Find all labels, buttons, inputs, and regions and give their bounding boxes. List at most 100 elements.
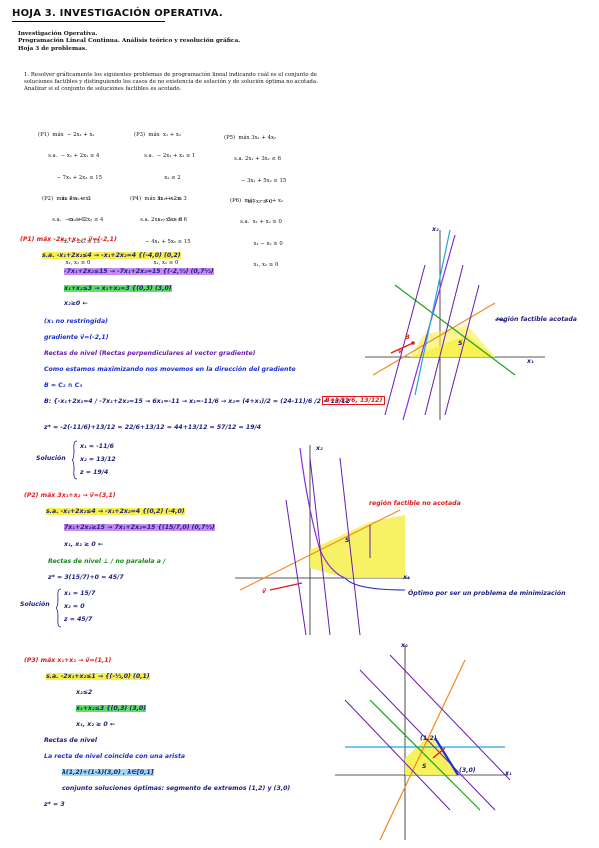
p2-line: x₁, x₂ ≥ 0 (42, 260, 91, 267)
p1-sol-z: z = 19/4 (80, 469, 109, 476)
exercise-statement: 1. Resolver gráficamente los siguientes … (24, 72, 324, 93)
p1-c1-text: s.a. -x₁+2x₂≤4 → -x₁+2x₂=4 {(-4,0) (0,2) (42, 252, 181, 259)
p1-line: s.a. − x₁ + 2x₂ ≤ 4 (38, 153, 100, 160)
p1-region-s: S (458, 340, 463, 347)
problem-p4: (P4) máx 3x₁ + 2x₂ s.a. 2x₁ − 3x₂ ≤ 6 − … (130, 182, 191, 274)
p1-b-result: B=(-11/6, 13/12) (322, 396, 386, 405)
p2-solution-brace (56, 588, 62, 628)
problem-p3: (P3) máx x₁ + x₂ s.a. − 2x₁ + x₂ ≤ 1 x₂ … (134, 118, 195, 232)
p3-line: s.a. − 2x₁ + x₂ ≤ 1 (134, 153, 196, 160)
p1-optimal-value: z* = -2(-11/6)+13/12 = 22/6+13/12 = 44+1… (44, 424, 262, 431)
p2-sol-x2: x₂ = 0 (64, 603, 85, 610)
p1-line: (P1) máx − 2x₁ + x₂ (38, 132, 95, 139)
page-title: HOJA 3. INVESTIGACIÓN OPERATIVA. (12, 8, 223, 19)
p1-constraint-1: s.a. -x₁+2x₂≤4 → -x₁+2x₂=4 {(-4,0) (0,2) (42, 252, 181, 259)
p3-c1-text: s.a. -2x₁+x₂≤1 → {(-½,0) (0,1) (46, 673, 150, 680)
problem-p6: (P6) máx − x₁ + x₂ s.a. x₁ + x₂ ≥ 0 x₁ −… (230, 184, 283, 276)
p1-solution-brace (72, 440, 78, 480)
p2-c2-text: 7x₁+2x₂≥15 → 7x₁+2x₂=15 {(15/7,0) (0,7½) (64, 524, 215, 531)
p4-line: x₁, x₂ ≥ 0 (130, 260, 179, 267)
p3-coincide: La recta de nivel coincide con una arist… (44, 753, 186, 760)
p3-c3-text: x₁+x₂≤3 {(0,3) (3,0) (76, 705, 147, 712)
p6-line: x₁ − x₂ ≥ 0 (230, 240, 283, 247)
p4-line: s.a. 2x₁ − 3x₂ ≤ 6 (130, 217, 187, 224)
p1-direction: Como estamos maximizando nos movemos en … (44, 366, 296, 373)
header-line-1: Investigación Operativa. (18, 31, 98, 37)
problem-p1: (P1) máx − 2x₁ + x₂ s.a. − x₁ + 2x₂ ≤ 4 … (38, 118, 102, 232)
p1-point-b: B (405, 334, 410, 341)
p2-constraint-1: s.a. -x₁+2x₂≤4 → -x₁+2x₂=4 {(0,2) (-4,0) (46, 508, 185, 515)
p1-solution-label: Solución (36, 455, 66, 462)
p1-sol-x1: x₁ = -11/6 (80, 443, 114, 450)
p2-region-label: región factible no acotada (369, 500, 461, 507)
p2-gradient-label: v⃗ (262, 588, 267, 595)
p2-sol-x1: x₁ = 15/7 (64, 590, 96, 597)
p3-graph (335, 645, 511, 841)
p5-line: (P5) máx 3x₁ + 4x₂ (224, 135, 277, 142)
p5-line: x₁, x₂ ≥ 0 (224, 199, 273, 206)
p1-free-variable: (x₁ no restringida) (44, 318, 108, 325)
p1-constraint-4: x₂≥0 ← (64, 300, 88, 307)
exercise-number: 1. (24, 72, 30, 78)
p5-line: s.a. 2x₁ + 3x₂ ≤ 6 (224, 156, 281, 163)
p3-constraint-3: x₁+x₂≤3 {(0,3) (3,0) (76, 705, 147, 712)
p4-line: − 4x₁ + 5x₂ ≥ 15 (130, 238, 191, 245)
p1-constraint-2: -7x₁+2x₂≤15 → -7x₁+2x₂=15 {(-2,½) (0,7½) (64, 268, 214, 275)
p1-sol-x2: x₂ = 13/12 (80, 456, 116, 463)
p3-axis-x1-label: x₁ (505, 770, 512, 777)
p3-param-text: λ(1,2)+(1-λ)(3,0) , λ∈[0,1] (62, 769, 154, 776)
p4-line: (P4) máx 3x₁ + 2x₂ (130, 196, 183, 203)
p1-line: x₁ + x₂ ≤ 3 (38, 196, 91, 203)
p6-line: (P6) máx − x₁ + x₂ (230, 198, 284, 205)
p3-constraint-2: x₂≤2 (76, 689, 93, 696)
p1-region-label: región factible acotada (496, 316, 577, 323)
title-underline (12, 21, 165, 22)
header-line-2: Programación Lineal Continua. Análisis t… (18, 38, 241, 45)
p1-axis-x2-label: x₂ (432, 226, 439, 233)
p5-line: − 3x₁ + 5x₂ ≥ 15 (224, 177, 287, 184)
p2-objective: (P2) máx 3x₁+x₂ → v⃗=(3,1) (24, 492, 116, 499)
problem-p5: (P5) máx 3x₁ + 4x₂ s.a. 2x₁ + 3x₂ ≤ 6 − … (224, 121, 286, 213)
p3-line: x₁, x₂ ≥ 0 (134, 217, 183, 224)
exercise-text: Resolver gráficamente los siguientes pro… (24, 72, 318, 92)
p3-optimal-set: conjunto soluciones óptimas: segmento de… (62, 785, 291, 792)
p6-line: s.a. x₁ + x₂ ≥ 0 (230, 219, 282, 226)
p2-axis-x1-label: x₁ (403, 574, 410, 581)
p3-parametric: λ(1,2)+(1-λ)(3,0) , λ∈[0,1] (62, 769, 154, 776)
p3-constraint-4: x₁, x₂ ≥ 0 ← (76, 721, 116, 728)
p1-constraint-3: x₁+x₂≤3 → x₁+x₂=3 {(0,3) (3,0) (64, 285, 172, 292)
p1-gradient: gradiente v⃗=(-2,1) (44, 334, 109, 341)
p3-point-3-0: (3,0) (459, 767, 476, 774)
p2-c1-text: s.a. -x₁+2x₂≤4 → -x₁+2x₂=4 {(0,2) (-4,0) (46, 508, 185, 515)
p1-line: x₂ ≥ 0 (38, 217, 85, 224)
p2-graph (235, 445, 410, 636)
p2-solution-label: Solución (20, 601, 50, 608)
p3-line: x₂ ≤ 2 (134, 174, 181, 181)
p1-objective: (P1) máx -2x₁+x₂ → v⃗=(-2,1) (20, 236, 117, 243)
p2-level-lines: Rectas de nivel ⊥ / no paralela a / (48, 558, 166, 565)
p1-level-lines: Rectas de nivel (Rectas perpendiculares … (44, 350, 256, 357)
p1-b-system: B: {-x₁+2x₂=4 / -7x₁+2x₂=15 → 6x₁=-11 → … (44, 398, 350, 405)
p3-axis-x2-label: x₂ (401, 642, 408, 649)
p2-line: (P2) máx 3x₁ + x₂ (42, 196, 91, 203)
p2-constraint-2: 7x₁+2x₂≥15 → 7x₁+2x₂=15 {(15/7,0) (0,7½) (64, 524, 215, 531)
p6-line: x₁, x₂ ≥ 0 (230, 262, 279, 269)
header-line-3: Hoja 3 de problemas. (18, 45, 88, 52)
p2-constraint-3: x₁, x₂ ≥ 0 ← (64, 541, 104, 548)
p1-gradient-label: v⃗ (398, 348, 403, 355)
p2-optimal-value: z* = 3(15/7)+0 = 45/7 (48, 574, 124, 581)
p1-axis-x1-label: x₁ (527, 358, 534, 365)
p3-objective: (P3) máx x₁+x₂ → v⃗=(1,1) (24, 657, 112, 664)
problem-p2: (P2) máx 3x₁ + x₂ s.a. − x₁ + 2x₂ ≤ 4 7x… (42, 182, 103, 274)
p2-axis-x2-label: x₂ (316, 445, 323, 452)
p1-c2-text: -7x₁+2x₂≤15 → -7x₁+2x₂=15 {(-2,½) (0,7½) (64, 268, 214, 275)
p1-line: − 7x₁ + 2x₂ ≤ 15 (38, 174, 102, 181)
p3-region-s: S (422, 763, 427, 770)
p3-line: x₁ + x₂ ≤ 3 (134, 196, 187, 203)
p2-optimum-note: Óptimo por ser un problema de minimizaci… (408, 590, 566, 597)
p1-c3-text: x₁+x₂≤3 → x₁+x₂=3 {(0,3) (3,0) (64, 285, 172, 292)
p3-point-1-2: (1,2) (420, 735, 437, 742)
p2-region-s: S (345, 537, 350, 544)
p1-graph (365, 229, 545, 421)
p3-constraint-1: s.a. -2x₁+x₂≤1 → {(-½,0) (0,1) (46, 673, 150, 680)
